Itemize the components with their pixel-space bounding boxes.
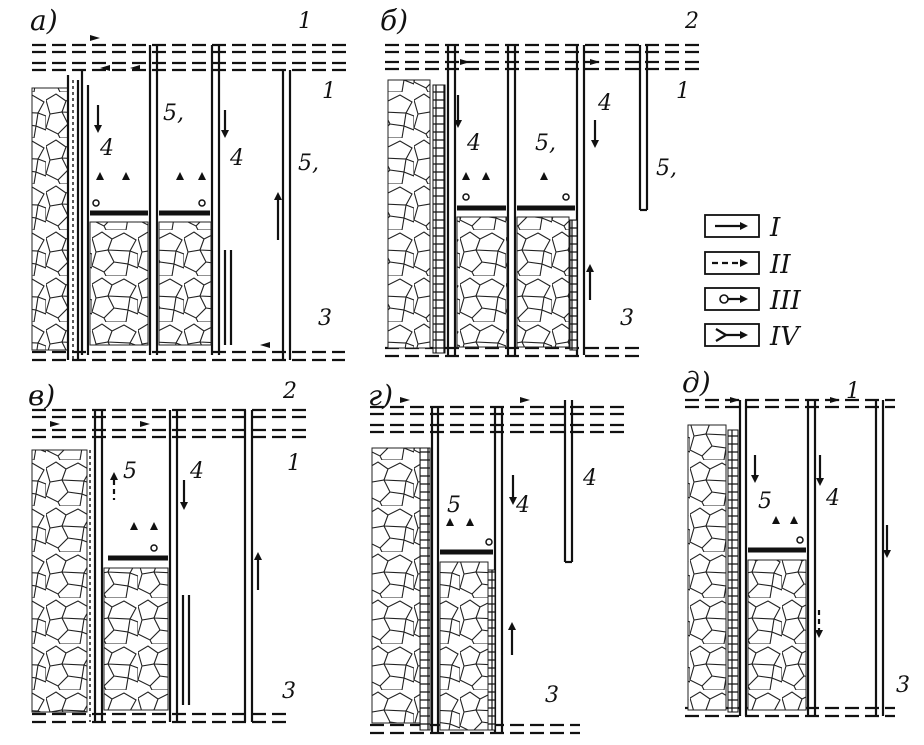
label: 3 (318, 306, 332, 331)
legend: I II III IV (704, 213, 802, 352)
arrow-icon (740, 222, 748, 230)
label: 1 (322, 79, 336, 104)
fill-area (432, 84, 446, 354)
label: 3 (282, 679, 296, 704)
ore-block (456, 216, 508, 348)
arrow-icon (815, 630, 823, 638)
arrow-icon (816, 478, 824, 486)
arrow-icon (260, 342, 270, 348)
label: 1 (846, 379, 860, 404)
ore-block (103, 567, 169, 711)
label: 4 (229, 146, 244, 171)
ore-block (747, 559, 807, 711)
panel-a-letter: а) (30, 4, 58, 37)
ore-block (158, 221, 212, 346)
goaf-area (31, 449, 88, 713)
label: 4 (515, 493, 530, 518)
label: 1 (676, 79, 690, 104)
arrow-icon (454, 120, 462, 128)
fill-area (569, 219, 578, 351)
legend-label: III (769, 286, 802, 316)
arrow-icon (110, 472, 118, 480)
label: 3 (896, 673, 910, 698)
arrow-icon (740, 295, 748, 303)
label: 2 (684, 9, 699, 34)
fill-area (419, 447, 431, 731)
arrow-icon (740, 331, 748, 339)
ore-block (89, 221, 149, 346)
label: 3 (545, 683, 559, 708)
label: 4 (189, 459, 204, 484)
circle-icon (150, 544, 158, 552)
label: 5, (163, 101, 184, 126)
panel-a: а) (30, 4, 350, 362)
arrow-icon (586, 264, 594, 272)
label: 2 (282, 379, 297, 404)
arrow-icon (400, 397, 530, 403)
arrow-icon (274, 192, 282, 200)
circle-icon (485, 538, 493, 546)
arrow-icon (254, 552, 262, 560)
label: 4 (466, 131, 481, 156)
label: 5, (535, 131, 556, 156)
panel-g: г) 5 4 4 3 (368, 379, 625, 735)
label: 4 (597, 91, 612, 116)
arrow-icon (180, 502, 188, 510)
face-arrow-icon (772, 516, 798, 524)
circle-icon (92, 199, 100, 207)
arrow-icon (94, 125, 102, 133)
face-arrow-icon (130, 522, 158, 530)
ore-block (516, 216, 570, 348)
label: 4 (582, 466, 597, 491)
panel-v: в) 2 1 5 4 3 (28, 379, 310, 724)
arrow-icon (883, 550, 891, 558)
label: 3 (620, 306, 634, 331)
label: 5, (298, 151, 319, 176)
circle-icon (198, 199, 206, 207)
arrow-icon (100, 65, 140, 71)
label: 5 (123, 459, 137, 484)
label: 5 (447, 493, 461, 518)
legend-label: IV (769, 322, 801, 352)
label: 1 (298, 9, 312, 34)
circle-icon (796, 536, 804, 544)
label: 4 (99, 136, 114, 161)
arrow-icon (740, 259, 748, 267)
fill-area (487, 569, 496, 731)
arrow-icon (509, 497, 517, 505)
face-arrow-icon (462, 172, 548, 180)
arrow-icon (90, 35, 100, 41)
arrow-icon (591, 140, 599, 148)
arrow-icon (508, 622, 516, 630)
face-arrow-icon (446, 518, 474, 526)
legend-label: I (769, 213, 781, 243)
panel-b-letter: б) (380, 4, 408, 37)
goaf-area (387, 79, 431, 349)
panel-d: д) 1 5 4 3 (682, 366, 910, 718)
panel-v-letter: в) (28, 379, 55, 412)
label: 1 (287, 451, 301, 476)
ore-block (439, 561, 489, 731)
panel-b: б) 2 1 4 5, 4 5, (380, 4, 700, 358)
goaf-area (687, 424, 727, 711)
arrow-icon (221, 130, 229, 138)
label: 4 (825, 486, 840, 511)
arrow-icon (751, 475, 759, 483)
label: 5, (656, 156, 677, 181)
fill-area (727, 429, 739, 713)
circle-icon (462, 193, 470, 201)
arrow-icon (50, 421, 150, 427)
goaf-area (31, 87, 69, 351)
face-arrow-icon (96, 172, 206, 180)
label: 5 (758, 489, 772, 514)
legend-label: II (769, 250, 791, 280)
goaf-area (371, 447, 421, 724)
panel-d-letter: д) (682, 366, 711, 399)
circle-icon (562, 193, 570, 201)
